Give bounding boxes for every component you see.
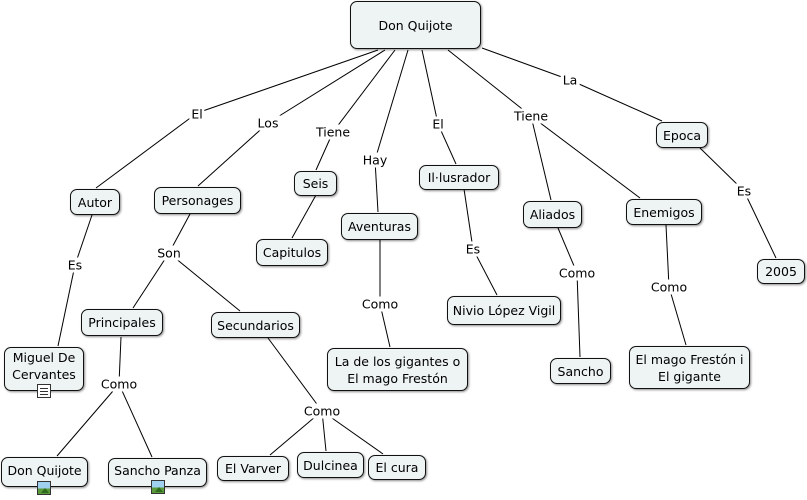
concept-label: Enemigos — [633, 204, 695, 220]
concept-label: Nivio López Vigil — [452, 303, 556, 318]
concept-capitulos[interactable]: Capitulos — [256, 239, 328, 266]
link-es-epoca: Es — [734, 183, 754, 199]
link-los: Los — [255, 115, 281, 131]
link-como-aventuras: Como — [359, 296, 401, 312]
link-como-aliados: Como — [556, 265, 598, 281]
concept-label: Aventuras — [348, 219, 411, 234]
concept-label: Seis — [302, 176, 329, 191]
link-como-principales: Como — [98, 376, 140, 392]
link-tiene-aliados: Tiene — [511, 108, 551, 124]
concept-2005[interactable]: 2005 — [757, 259, 805, 284]
concept-principales[interactable]: Principales — [81, 309, 163, 336]
concept-label: Sancho — [557, 363, 604, 379]
concept-label: Don Quijote — [7, 462, 82, 478]
image-icon[interactable] — [151, 480, 165, 494]
concept-gigantes-mago[interactable]: La de los gigantes o El mago Frestón — [327, 348, 468, 391]
concept-don-quijote-root[interactable]: Don Quijote — [350, 1, 481, 49]
link-el-autor: El — [189, 106, 205, 122]
link-como-secundarios: Como — [301, 403, 343, 419]
image-icon[interactable] — [37, 481, 51, 495]
concept-label: El Varver — [225, 461, 281, 476]
concept-miguel-de-cervantes[interactable]: Miguel De Cervantes — [4, 347, 84, 391]
concept-label: Secundarios — [217, 317, 294, 333]
concept-el-cura[interactable]: El cura — [368, 455, 426, 480]
concept-label: El mago Frestón i El gigante — [635, 351, 744, 384]
concept-autor[interactable]: Autor — [70, 189, 120, 215]
link-tiene-seis: Tiene — [313, 124, 353, 140]
concept-label: Personages — [161, 193, 234, 208]
concept-label: El cura — [375, 460, 419, 475]
concept-label: Dulcinea — [303, 457, 358, 473]
concept-seis[interactable]: Seis — [294, 171, 337, 196]
link-son: Son — [155, 245, 183, 261]
concept-label: Miguel De Cervantes — [12, 350, 76, 382]
concept-dulcinea[interactable]: Dulcinea — [297, 452, 364, 478]
concept-label: Capitulos — [262, 245, 322, 260]
link-hay: Hay — [360, 152, 390, 168]
concept-label: 2005 — [765, 264, 797, 279]
concept-label: Principales — [88, 315, 156, 330]
concept-nivio-lopez-vigil[interactable]: Nivio López Vigil — [447, 296, 561, 325]
concept-personages[interactable]: Personages — [154, 187, 241, 214]
concept-el-varver[interactable]: El Varver — [217, 456, 289, 481]
link-como-enemigos: Como — [648, 279, 690, 295]
concept-ilusrador[interactable]: Il·lusrador — [419, 165, 499, 190]
concept-label: La de los gigantes o El mago Frestón — [334, 353, 461, 386]
concept-epoca[interactable]: Epoca — [656, 122, 708, 148]
concept-label: Il·lusrador — [427, 170, 491, 185]
concept-label: Sancho Panza — [114, 463, 201, 478]
concept-secundarios[interactable]: Secundarios — [211, 312, 300, 338]
link-el-ilusrador: El — [430, 116, 446, 132]
concept-label: Epoca — [662, 127, 701, 143]
document-icon[interactable] — [37, 384, 51, 398]
concept-sancho[interactable]: Sancho — [550, 358, 611, 384]
concept-label: Autor — [77, 194, 113, 210]
concept-label: Don Quijote — [378, 17, 453, 33]
concept-label: Aliados — [529, 207, 576, 222]
link-la: La — [560, 72, 580, 88]
concept-enemigos[interactable]: Enemigos — [626, 199, 702, 225]
link-es-autor: Es — [65, 257, 85, 273]
link-es-ilusrador: Es — [463, 241, 483, 257]
concept-aventuras[interactable]: Aventuras — [341, 213, 418, 240]
concept-aliados[interactable]: Aliados — [523, 201, 582, 228]
concept-mago-gigante[interactable]: El mago Frestón i El gigante — [629, 346, 750, 389]
